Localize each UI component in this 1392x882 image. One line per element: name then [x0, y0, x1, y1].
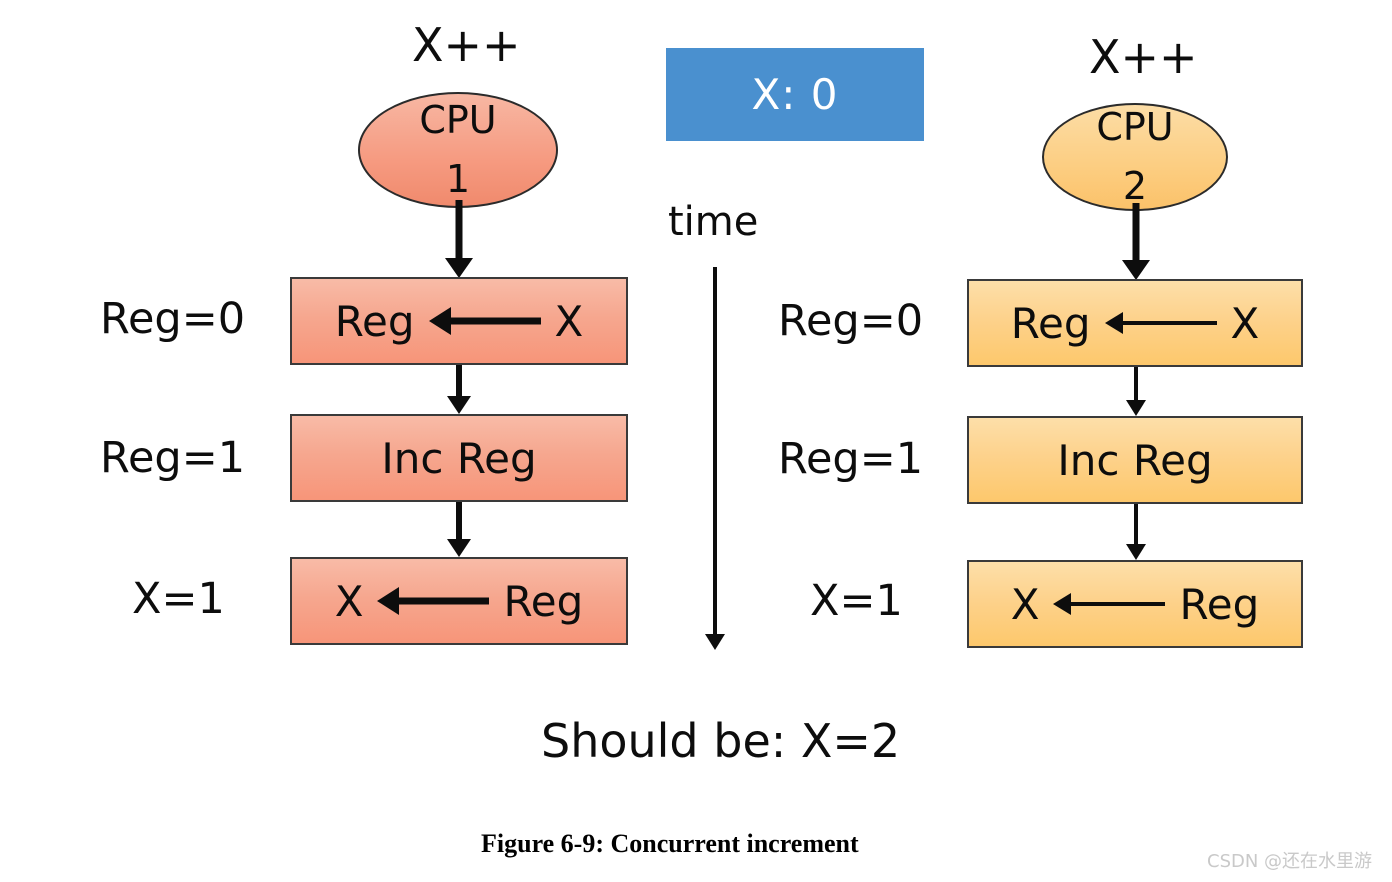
step-expression-cpu1-store: X Reg [335, 577, 584, 626]
operation-label-cpu1: X++ [412, 18, 521, 72]
operand-left-cpu2-step1: Reg [1010, 298, 1091, 348]
state-label-cpu1-step2: Reg=1 [100, 433, 246, 483]
cpu-node-2: CPU 2 [1042, 103, 1228, 211]
operand-right-cpu2-step1: X [1230, 298, 1260, 348]
flow-arrow-cpu2-step2-to-step3 [1124, 504, 1148, 560]
step-expression-cpu2-load: Reg X [1011, 299, 1260, 348]
time-axis-arrow [703, 267, 727, 650]
operand-right-cpu1-step1: X [554, 296, 584, 346]
step-box-cpu1-store: X Reg [290, 557, 628, 645]
step-expression-cpu1-inc: Inc Reg [381, 433, 537, 483]
shared-variable-box: X: 0 [666, 48, 924, 141]
step-expression-cpu1-load: Reg X [335, 297, 584, 346]
state-label-cpu2-step3: X=1 [810, 576, 903, 626]
flow-arrow-cpu2-to-step1 [1122, 203, 1150, 280]
cpu-name-1: CPU [419, 98, 497, 143]
step-box-cpu2-store: X Reg [967, 560, 1303, 648]
operand-left-cpu1-step1: Reg [334, 296, 415, 346]
step-expression-cpu2-inc: Inc Reg [1057, 435, 1213, 485]
operation-label-cpu2: X++ [1089, 30, 1198, 84]
operand-left-cpu1-step3: X [334, 576, 364, 626]
watermark-label: CSDN @还在水里游 [1207, 851, 1373, 872]
step-box-cpu2-inc: Inc Reg [967, 416, 1303, 504]
operand-right-cpu1-step3: Reg [503, 576, 584, 626]
state-label-cpu1-step3: X=1 [132, 574, 225, 624]
left-arrow-icon [377, 586, 490, 616]
flow-arrow-cpu1-to-step1 [445, 200, 473, 278]
left-arrow-icon [428, 306, 541, 336]
shared-variable-value: X: 0 [751, 70, 839, 119]
operand-left-cpu2-step3: X [1010, 579, 1040, 629]
flow-arrow-cpu2-step1-to-step2 [1124, 367, 1148, 416]
conclusion-text: Should be: X=2 [541, 714, 901, 768]
operand-right-cpu2-step3: Reg [1179, 579, 1260, 629]
step-box-cpu2-load: Reg X [967, 279, 1303, 367]
left-arrow-icon [1104, 310, 1217, 336]
state-label-cpu2-step2: Reg=1 [778, 434, 924, 484]
step-box-cpu1-load: Reg X [290, 277, 628, 365]
cpu-name-2: CPU [1096, 105, 1174, 150]
state-label-cpu1-step1: Reg=0 [100, 294, 246, 344]
state-label-cpu2-step1: Reg=0 [778, 296, 924, 346]
cpu-node-1: CPU 1 [358, 92, 558, 208]
left-arrow-icon [1053, 591, 1166, 617]
cpu-index-1: 1 [445, 157, 471, 201]
flow-arrow-cpu1-step1-to-step2 [446, 365, 472, 414]
time-axis-label: time [668, 199, 759, 245]
step-box-cpu1-inc: Inc Reg [290, 414, 628, 502]
step-expression-cpu2-store: X Reg [1011, 580, 1260, 629]
figure-caption: Figure 6-9: Concurrent increment [481, 829, 859, 858]
flow-arrow-cpu1-step2-to-step3 [446, 502, 472, 557]
cpu-index-2: 2 [1122, 164, 1148, 208]
